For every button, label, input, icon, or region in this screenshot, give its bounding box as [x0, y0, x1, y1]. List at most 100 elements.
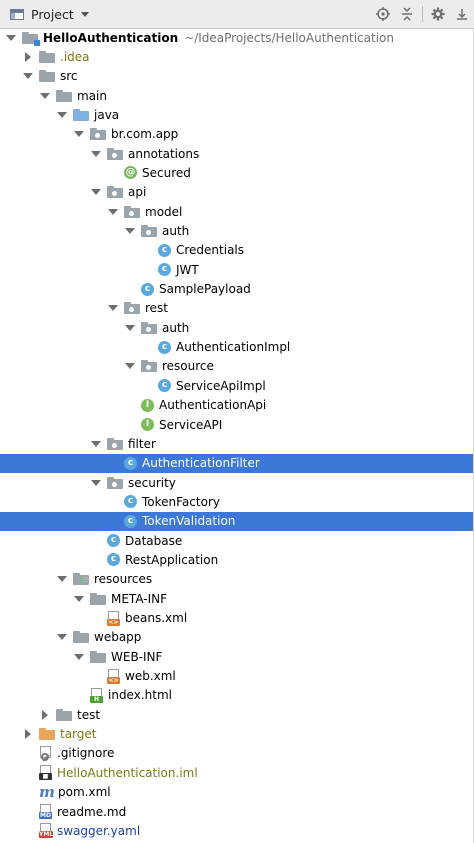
expand-arrow-icon[interactable] [40, 92, 50, 99]
package-icon [141, 225, 157, 237]
tree-item-label: META-INF [111, 591, 168, 606]
tree-item[interactable]: c AuthenticationFilter [0, 453, 474, 473]
package-icon [107, 437, 123, 450]
chevron-down-icon [80, 11, 89, 17]
class-icon: c [158, 340, 171, 354]
tree-item-label: Credentials [176, 243, 245, 258]
tree-item[interactable]: auth [0, 222, 474, 241]
tree-item[interactable]: filter [0, 434, 474, 453]
project-view-selector[interactable]: Project [0, 7, 89, 22]
expand-arrow-icon[interactable] [74, 131, 84, 138]
html-file-icon: H [90, 687, 103, 703]
xml-file-icon: <> [107, 610, 120, 626]
class-icon: c [124, 456, 137, 470]
tree-item-label: HelloAuthentication.iml [57, 765, 198, 780]
tree-item-label: AuthenticationFilter [142, 456, 260, 471]
folder-icon [73, 631, 89, 644]
expand-arrow-icon[interactable] [91, 440, 101, 447]
annotation-icon: @ [124, 166, 137, 180]
tree-item-label: TokenValidation [142, 514, 236, 529]
collapse-all-icon[interactable] [395, 0, 419, 28]
target-icon[interactable] [371, 0, 395, 28]
tree-item-label: auth [162, 320, 190, 335]
tree-item[interactable]: model [0, 202, 474, 221]
tree-item[interactable]: test [0, 705, 474, 724]
tree-item[interactable]: HelloAuthentication~/IdeaProjects/HelloA… [0, 28, 474, 47]
tree-item-label: src [60, 69, 78, 84]
expand-arrow-icon[interactable] [57, 111, 67, 118]
tree-item[interactable]: resources [0, 570, 474, 589]
tree-item[interactable]: target [0, 725, 474, 744]
gear-icon[interactable] [426, 0, 450, 28]
expand-arrow-icon[interactable] [91, 479, 101, 486]
expand-arrow-icon[interactable] [6, 34, 16, 41]
expand-arrow-icon[interactable] [125, 228, 135, 234]
tree-item[interactable]: WEB-INF [0, 647, 474, 666]
tree-item[interactable]: java [0, 105, 474, 124]
expand-arrow-icon[interactable] [91, 150, 101, 157]
tree-item[interactable]: <>web.xml [0, 667, 474, 686]
expand-arrow-icon[interactable] [23, 73, 33, 80]
tree-item[interactable]: security [0, 473, 474, 492]
tree-item[interactable]: .gitignore [0, 744, 474, 763]
tree-item-label: api [128, 185, 147, 200]
tree-item-label: br.com.app [111, 127, 179, 142]
folder-icon [90, 592, 106, 605]
tree-item[interactable]: rest [0, 299, 474, 318]
tree-item[interactable]: main [0, 86, 474, 105]
folder-icon [39, 50, 55, 63]
collapse-arrow-icon[interactable] [25, 51, 31, 62]
interface-icon: I [141, 418, 154, 431]
tree-item-label: .idea [60, 49, 90, 64]
tree-item-label: ServiceAPI [159, 417, 223, 432]
tree-item[interactable]: annotations [0, 144, 474, 163]
tree-item[interactable]: META-INF [0, 589, 474, 608]
expand-arrow-icon[interactable] [108, 305, 118, 312]
xml-file-icon: <> [107, 668, 120, 684]
expand-arrow-icon[interactable] [74, 653, 84, 660]
collapse-arrow-icon[interactable] [25, 729, 31, 740]
package-icon [141, 321, 157, 334]
tree-item[interactable]: src [0, 67, 474, 86]
hide-icon[interactable] [450, 0, 474, 28]
expand-arrow-icon[interactable] [125, 363, 135, 370]
tree-item[interactable]: ■HelloAuthentication.iml [0, 763, 474, 782]
tree-item[interactable]: @Secured [0, 163, 474, 182]
expand-arrow-icon[interactable] [108, 208, 118, 215]
tree-item[interactable]: <>beans.xml [0, 609, 474, 628]
tree-item[interactable]: I ServiceAPI [0, 415, 474, 434]
tree-item-label: annotations [128, 146, 200, 161]
tree-item-label: java [94, 107, 120, 122]
toolbar-divider [422, 6, 423, 22]
collapse-arrow-icon[interactable] [42, 709, 48, 720]
expand-arrow-icon[interactable] [91, 189, 101, 196]
expand-arrow-icon[interactable] [125, 324, 135, 331]
expand-arrow-icon[interactable] [74, 595, 84, 602]
tree-item[interactable]: api [0, 183, 474, 202]
tree-item[interactable]: webapp [0, 628, 474, 647]
tree-item-label: swagger.yaml [57, 823, 141, 838]
tree-item[interactable]: resource [0, 357, 474, 376]
expand-arrow-icon[interactable] [57, 576, 67, 583]
tree-item[interactable]: .idea [0, 47, 474, 66]
expand-arrow-icon[interactable] [57, 634, 67, 641]
tree-item[interactable]: auth [0, 318, 474, 337]
folder-icon [56, 89, 72, 102]
tree-item-label: index.html [108, 688, 172, 703]
tree-item[interactable]: br.com.app [0, 125, 474, 144]
module-folder-icon [22, 31, 40, 46]
